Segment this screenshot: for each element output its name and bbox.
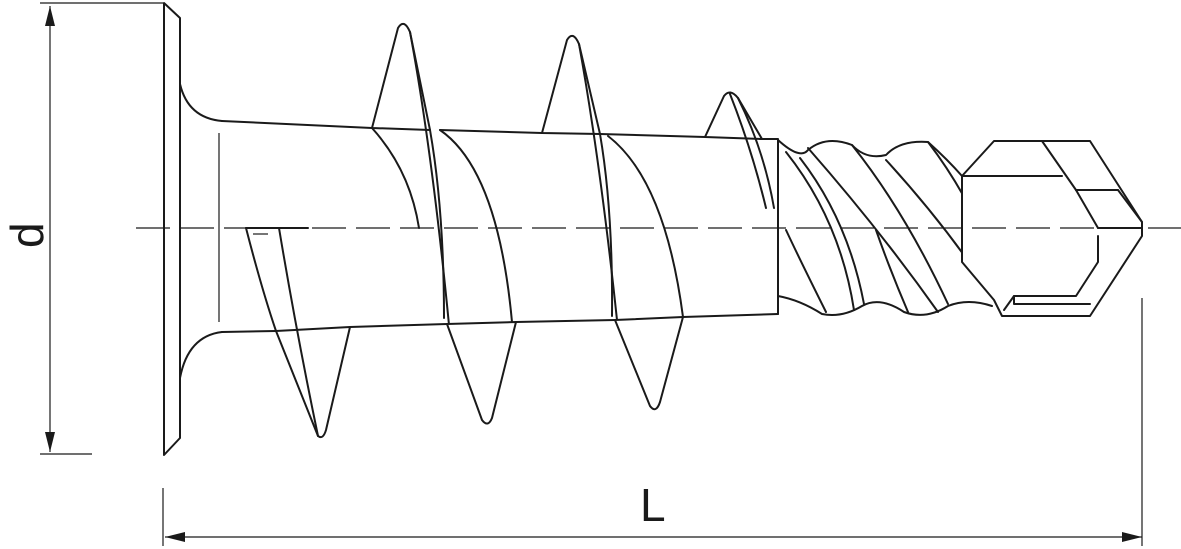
hex-tip-slot <box>1013 235 1099 305</box>
inner-sweep-2 <box>439 129 513 323</box>
arrow-right-icon <box>1122 532 1142 542</box>
hex-tip-facet-c <box>1117 189 1143 223</box>
twist-flute-5 <box>875 229 909 313</box>
thread-3-bottom <box>614 316 684 411</box>
thread-2-bottom <box>446 321 517 425</box>
body-bottom-edge-4 <box>682 313 779 318</box>
hex-tip-facet-d <box>1075 189 1099 229</box>
head-fillet-bottom <box>179 331 223 379</box>
thread-1-sweep-b <box>429 129 445 319</box>
thread-start-a <box>245 227 277 332</box>
anchor-body <box>221 120 779 333</box>
dimension-L-label: L <box>640 479 666 531</box>
twist-flute-1b <box>799 157 865 305</box>
dimension-L <box>162 298 1143 546</box>
thread-1-bottom <box>275 326 351 439</box>
thread-2-sweep-b <box>599 133 614 317</box>
anchor-head <box>163 2 223 456</box>
twist-flute-4 <box>785 229 827 313</box>
hex-tip <box>961 140 1143 317</box>
dimension-d <box>40 2 163 455</box>
arrow-up-icon <box>45 6 55 26</box>
arrow-left-icon <box>165 532 185 542</box>
thread-3-sweep-a <box>737 97 775 209</box>
head-flange <box>163 2 181 456</box>
hex-tip-slot-edge <box>1003 295 1015 311</box>
body-top-edge-1 <box>221 120 373 129</box>
head-fillet-top <box>179 83 223 122</box>
anchor-threads <box>245 22 775 439</box>
body-bottom-edge-1 <box>221 330 277 333</box>
body-top-edge-3 <box>599 133 706 138</box>
twist-bottom-outline <box>777 295 993 316</box>
thread-3-sweep-b <box>729 93 767 209</box>
thread-start-b <box>278 227 319 437</box>
arrow-down-icon <box>45 432 55 452</box>
body-bottom-edge-2 <box>349 323 448 328</box>
twist-top-outline <box>777 139 963 177</box>
twist-flute-1a <box>785 151 855 311</box>
thread-1-top <box>371 22 431 131</box>
twist-flute-2b <box>851 144 949 305</box>
body-bottom-edge-3 <box>515 319 616 323</box>
inner-sweep-3 <box>607 135 684 318</box>
hex-tip-facet-a <box>1041 140 1077 191</box>
body-top-edge-2 <box>439 129 543 134</box>
dimension-d-label: d <box>1 222 53 248</box>
inner-sweep-1 <box>371 127 420 229</box>
